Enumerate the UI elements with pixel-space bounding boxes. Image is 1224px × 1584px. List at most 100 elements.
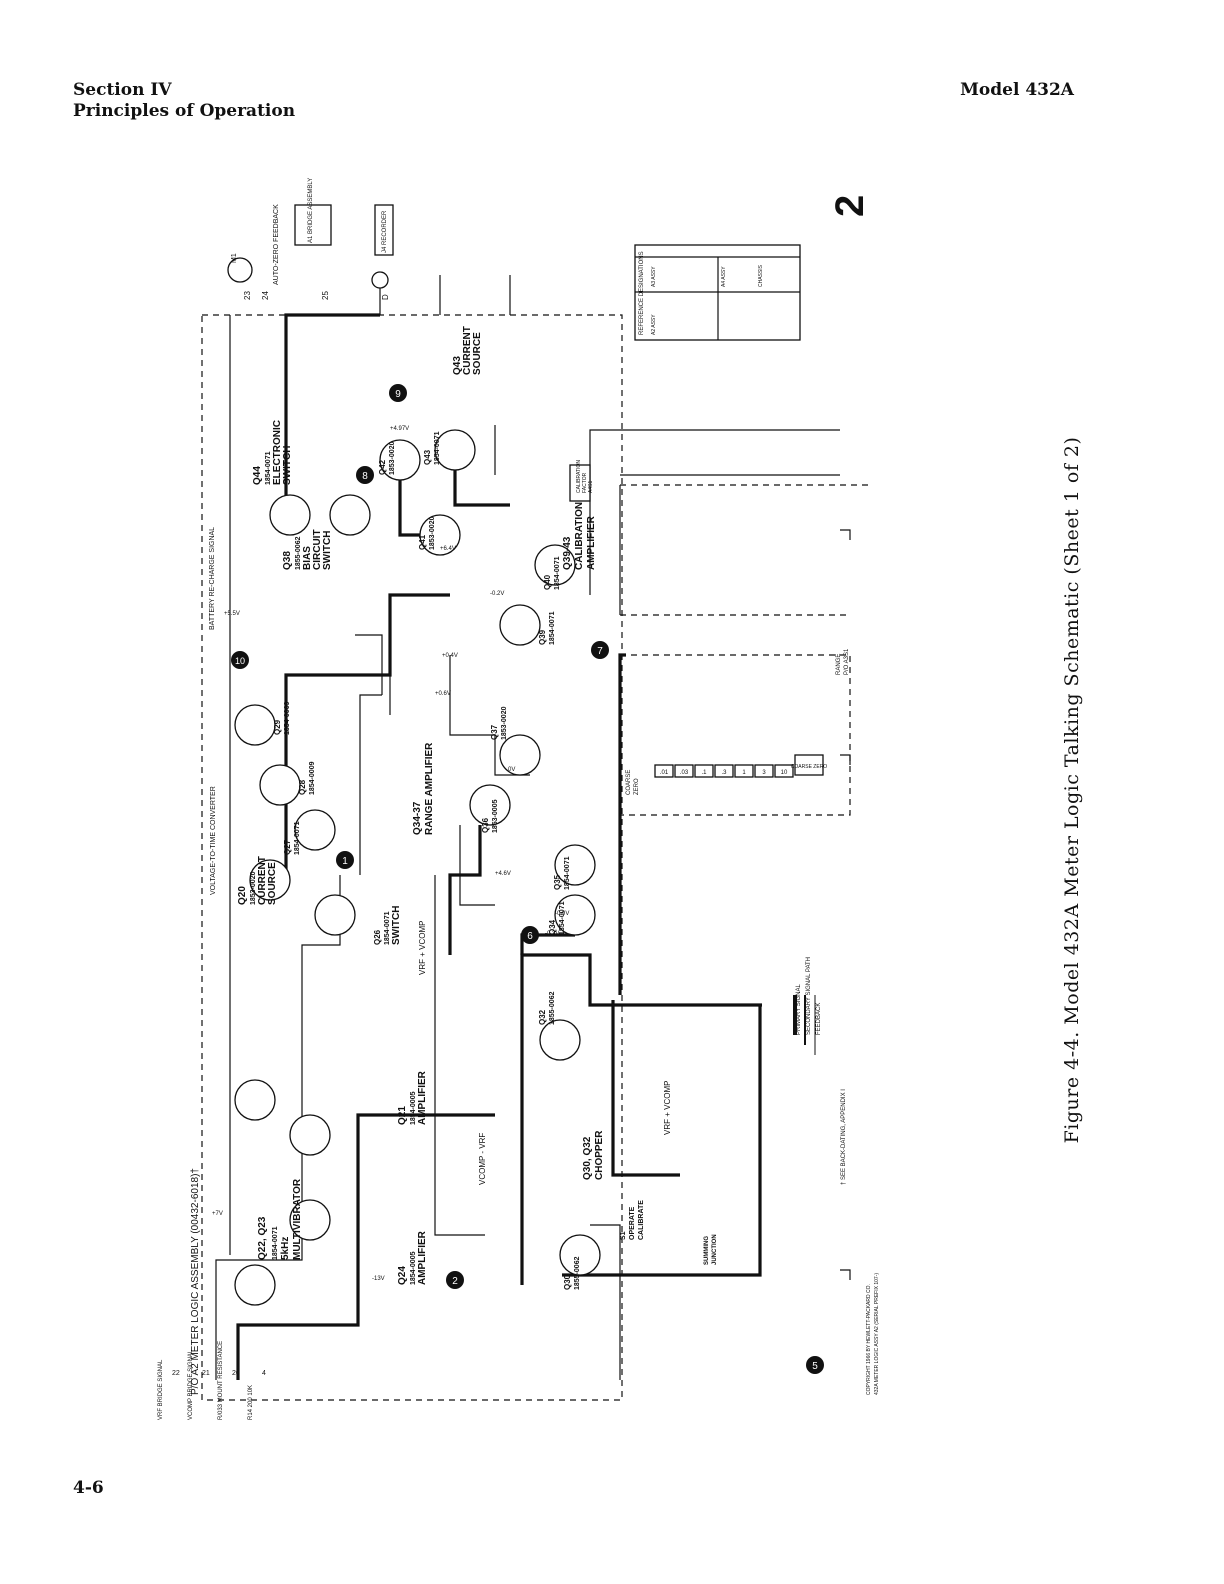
- transistor-q39: [499, 604, 541, 646]
- copyright: COPYRIGHT 1966 BY HEWLETT-PACKARD CO.: [866, 1284, 872, 1395]
- test-point: 1: [342, 856, 348, 867]
- label-q43-src-1: Q43: [452, 356, 463, 375]
- label-q35-part: 1854-0071: [564, 856, 571, 890]
- top-conn-label: 24: [261, 291, 270, 300]
- legend-secondary: SECONDARY SIGNAL PATH: [806, 957, 812, 1035]
- ref-col-a2: A2 ASSY: [651, 314, 657, 335]
- voltage-label: -0.2V: [490, 591, 504, 597]
- label-q30-part: 1855-0062: [574, 1256, 581, 1290]
- test-point: 5: [812, 1361, 818, 1372]
- transistor-q20: [249, 859, 291, 901]
- label-q28-part: 1854-0009: [309, 761, 316, 795]
- transistor-q37: [499, 734, 541, 776]
- label-q24-role: AMPLIFIER: [417, 1230, 428, 1285]
- label-summing-1: SUMMING: [704, 1236, 710, 1265]
- label-cal-amp-3: AMPLIFIER: [586, 515, 597, 570]
- transistor-q24: [234, 1264, 276, 1306]
- label-q29: Q29: [273, 719, 282, 735]
- label-q24: Q24: [397, 1266, 408, 1285]
- transistor-q34: [554, 894, 596, 936]
- voltage-label: +7V: [212, 1211, 223, 1217]
- label-cal-amp-2: CALIBRATION: [574, 502, 585, 570]
- ref-table-title: REFERENCE DESIGNATIONS: [639, 251, 645, 335]
- transistor-q43: [434, 429, 476, 471]
- pin-4: 4: [262, 1370, 266, 1377]
- label-q36-part: 1853-0005: [492, 799, 499, 833]
- label-q44-role2: SWITCH: [282, 446, 293, 485]
- label-q34-part: 1854-0071: [559, 901, 566, 935]
- label-q44-role1: ELECTRONIC: [272, 420, 283, 485]
- voltage-label: +5.5V: [224, 611, 240, 617]
- label-s1-calibrate: CALIBRATE: [638, 1200, 645, 1240]
- secondary-signal-path: [215, 275, 870, 1380]
- label-range-amp-2: RANGE AMPLIFIER: [424, 742, 435, 835]
- label-q37-part: 1853-0020: [501, 706, 508, 740]
- transistor-q28: [259, 764, 301, 806]
- transistor-q41: [419, 514, 461, 556]
- bridge-label: A1 BRIDGE ASSEMBLY: [308, 178, 314, 243]
- top-conn-label: D: [381, 294, 390, 300]
- reference-designations-table: REFERENCE DESIGNATIONS A2 ASSY A3 ASSY A…: [634, 244, 801, 341]
- ground-symbols: [840, 529, 851, 1280]
- label-q42: Q42: [378, 459, 387, 475]
- range-step: .01: [660, 770, 669, 776]
- ref-col-chassis: CHASSIS: [758, 264, 764, 287]
- test-points: 2 1 6 7 8 9 10 5: [231, 384, 824, 1374]
- range-step: 1: [742, 770, 746, 776]
- range-step: .3: [721, 770, 727, 776]
- cal-factor-switch: [569, 464, 591, 502]
- label-q21-part: 1854-0005: [410, 1091, 417, 1125]
- test-point: 7: [597, 646, 603, 657]
- label-q28: Q28: [298, 779, 307, 795]
- autozero-label: AUTO-ZERO FEEDBACK: [273, 204, 280, 285]
- label-q26: Q26: [373, 929, 382, 945]
- transistor-q36: [469, 784, 511, 826]
- label-q38: Q38: [282, 551, 293, 570]
- label-multivibrator-4: MULTIVIBRATOR: [292, 1178, 303, 1260]
- cal-factor-sub: FACTOR: [582, 472, 588, 493]
- page-number: 4-6: [73, 1478, 104, 1498]
- label-q36: Q36: [481, 817, 490, 833]
- label-s1-operate: OPERATE: [629, 1206, 636, 1240]
- range-contacts-top: .01 .03 .1 .3 1 3 10 COARSE ZERO: [654, 754, 827, 778]
- sheet-marker: 2: [828, 195, 872, 217]
- label-q43-part: 1854-0071: [434, 431, 441, 465]
- label-q37: Q37: [490, 724, 499, 740]
- transistor-q42: [379, 439, 421, 481]
- range-step: .1: [701, 770, 707, 776]
- section-subtitle: Principles of Operation: [73, 101, 296, 121]
- pin-21: 21: [202, 1370, 210, 1377]
- label-q26-part: 1854-0071: [384, 911, 391, 945]
- voltage-label: -0.9V: [555, 911, 569, 917]
- figure-caption: Figure 4-4. Model 432A Meter Logic Talki…: [1061, 436, 1083, 1144]
- label-q20-role2: SOURCE: [267, 862, 278, 905]
- label-s1: S1: [620, 1231, 627, 1240]
- transistor-q35: [554, 844, 596, 886]
- coarse-zero-sub: ZERO: [634, 778, 640, 795]
- signal-vcomp-vrf: VCOMP - VRF: [478, 1133, 487, 1185]
- test-point: 8: [362, 471, 368, 482]
- coarse-zero-label: COARSE: [626, 770, 632, 795]
- test-point: 2: [452, 1276, 458, 1287]
- label-q35: Q35: [553, 874, 562, 890]
- range-switch-area: [619, 654, 851, 816]
- label-q44-part: 1854-0071: [265, 451, 272, 485]
- transistor-q29: [234, 704, 276, 746]
- voltage-label: +4.97V: [390, 426, 409, 432]
- transistor-q23: [289, 1199, 331, 1241]
- label-q34: Q34: [548, 919, 557, 935]
- footnote: † SEE BACK-DATING, APPENDIX I: [841, 1089, 847, 1185]
- label-vtt: VOLTAGE-TO-TIME CONVERTER: [210, 786, 217, 895]
- label-q43: Q43: [423, 449, 432, 465]
- label-q27: Q27: [283, 839, 292, 855]
- label-q43-src-3: SOURCE: [472, 332, 483, 375]
- legend-primary: PRIMARY SIGNAL: [796, 984, 802, 1035]
- transistor-q32: [539, 1019, 581, 1061]
- label-q42-part: 1853-0020: [389, 441, 396, 475]
- transistor-q30: [559, 1234, 601, 1276]
- transistor-q26: [314, 894, 356, 936]
- label-q41: Q41: [418, 534, 427, 550]
- signal-vrf-vcomp: VRF + VCOMP: [663, 1081, 672, 1135]
- voltage-label: +0.6V: [435, 691, 451, 697]
- label-multivibrator-1: Q22, Q23: [257, 1216, 268, 1260]
